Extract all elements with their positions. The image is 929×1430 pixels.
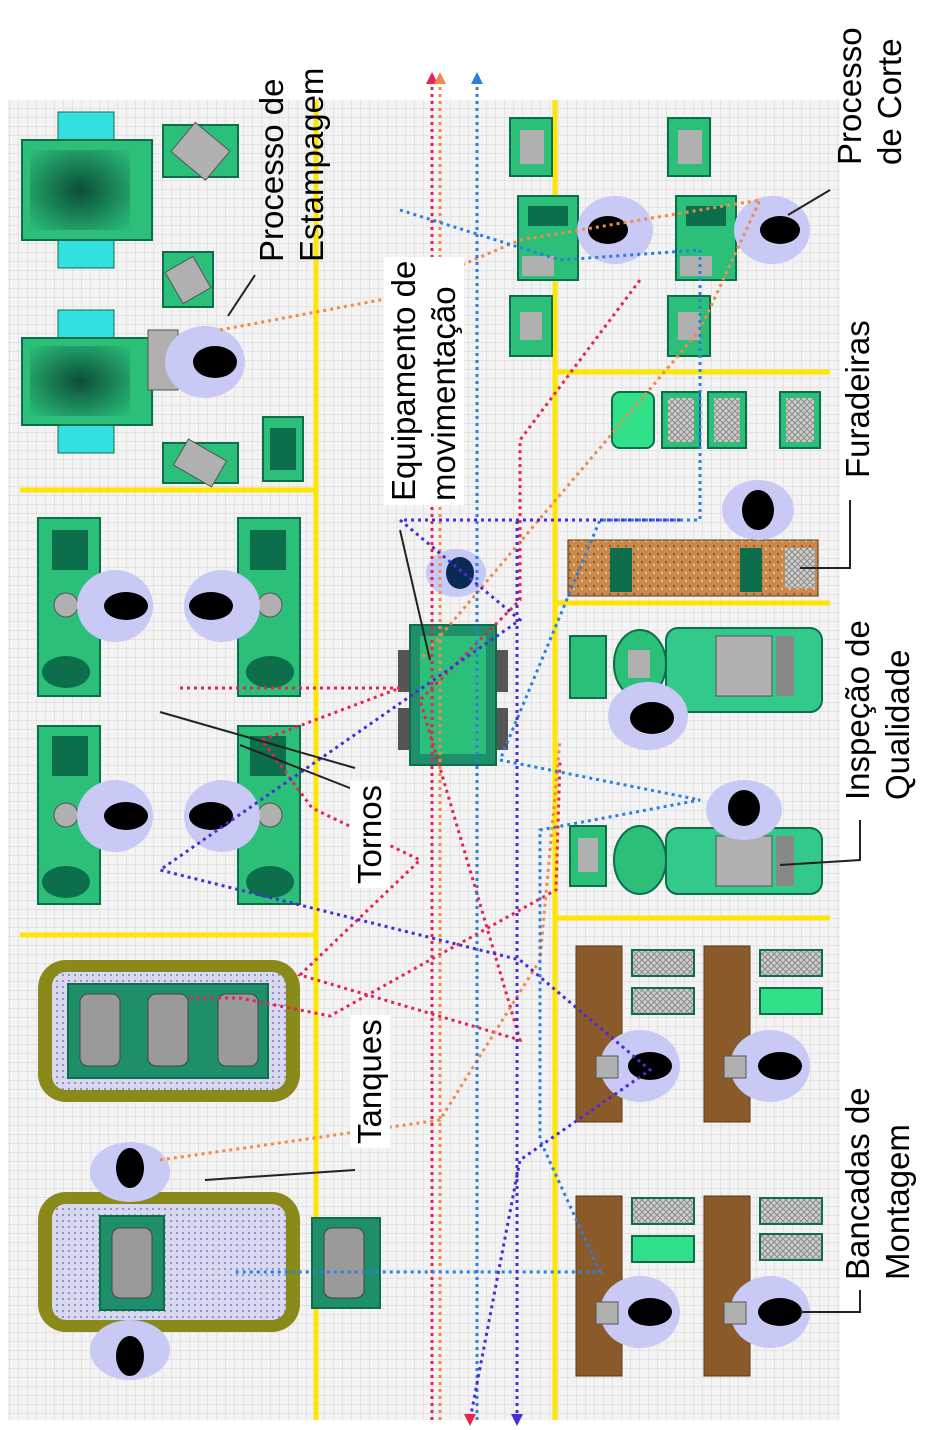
flow-lines xyxy=(156,80,763,1421)
stamping-press xyxy=(21,111,153,269)
label-corte: Processo de Corte xyxy=(830,27,910,165)
label-bancadas: Bancadas de Montagem xyxy=(838,1087,918,1280)
tank-drums xyxy=(79,993,259,1067)
label-estampagem-line1: Processo de xyxy=(253,78,290,262)
leader-lines xyxy=(159,189,861,1313)
flow-arrowheads xyxy=(426,72,523,1426)
label-tanques: Tanques xyxy=(350,1015,390,1148)
label-bancadas-line1: Bancadas de xyxy=(839,1087,876,1280)
inspection-area xyxy=(569,627,823,895)
label-corte-line1: Processo xyxy=(831,27,868,165)
label-tornos: Tornos xyxy=(350,780,390,888)
drills-area xyxy=(567,391,821,597)
label-inspecao-line2: Qualidade xyxy=(879,649,916,800)
label-tornos-line1: Tornos xyxy=(350,780,390,888)
tank-area xyxy=(38,960,381,1380)
label-estampagem: Processo de Estampagem xyxy=(252,68,332,262)
stamping-press xyxy=(21,309,153,454)
aisle-lines xyxy=(20,100,830,1420)
label-corte-line2: de Corte xyxy=(871,38,908,165)
stamping-area xyxy=(21,111,304,488)
lathe xyxy=(37,517,101,697)
operator-icon xyxy=(165,326,245,398)
assembly-area xyxy=(575,945,823,1377)
label-tanques-line1: Tanques xyxy=(350,1015,390,1148)
label-bancadas-line2: Montagem xyxy=(879,1124,916,1280)
flow-red xyxy=(180,80,642,1420)
label-inspecao-line1: Inspeção de xyxy=(839,620,876,800)
label-inspecao: Inspeção de Qualidade xyxy=(838,620,918,800)
lathe xyxy=(237,517,301,697)
label-furadeiras-line1: Furadeiras xyxy=(839,320,876,478)
label-equipamento-line2: movimentação xyxy=(424,256,464,505)
flow-blue xyxy=(232,80,702,1420)
label-estampagem-line2: Estampagem xyxy=(293,67,330,262)
label-equipamento: Equipamento de movimentação xyxy=(384,256,464,505)
label-furadeiras: Furadeiras xyxy=(838,320,878,478)
flow-purple xyxy=(156,518,680,1421)
label-equipamento-line1: Equipamento de xyxy=(384,256,424,505)
flow-orange xyxy=(159,80,763,1420)
